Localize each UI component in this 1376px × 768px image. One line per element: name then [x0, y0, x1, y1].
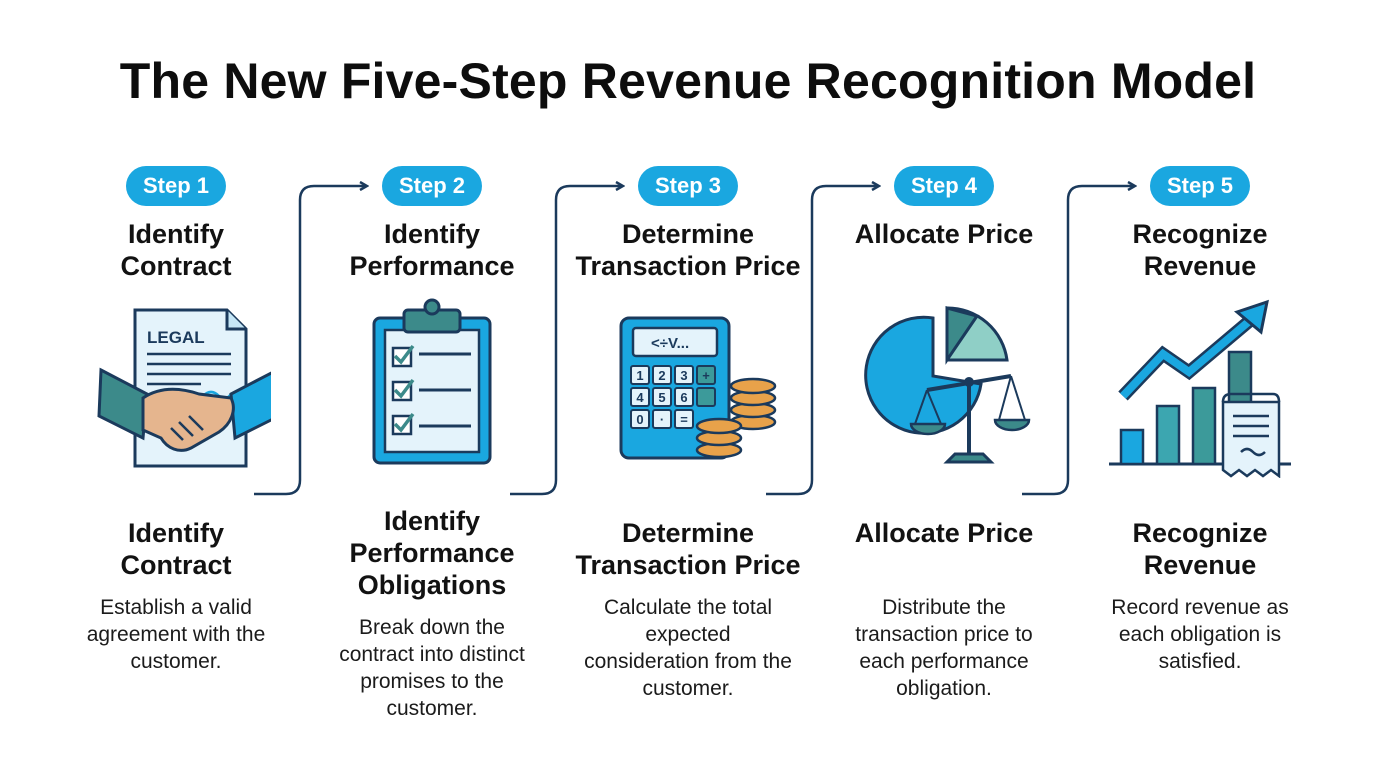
step-2: Step 2 Identify Performance Identify Per… [302, 0, 562, 768]
calculator-key-label: 1 [636, 368, 643, 383]
step-description: Establish a valid agreement with the cus… [86, 596, 266, 673]
calculator-key [630, 387, 650, 407]
calculator-key [674, 365, 694, 385]
calculator-key-label: + [702, 368, 710, 383]
calculator-key-label: 6 [680, 390, 687, 405]
pie-chart-scale-icon [864, 306, 1031, 464]
step-title: Recognize Revenue [1132, 518, 1268, 580]
growth-chart-receipt-icon [1109, 299, 1291, 478]
step-title: Allocate Price [854, 518, 1034, 548]
calculator-key [696, 387, 716, 407]
calculator-key [652, 409, 672, 429]
step-heading: Determine Transaction Price [575, 219, 801, 281]
step-heading: Identify Contract [120, 219, 232, 281]
step-heading: Recognize Revenue [1132, 219, 1268, 281]
calculator-key [652, 387, 672, 407]
calculator-key [630, 365, 650, 385]
calculator-key-label: 3 [680, 368, 687, 383]
calculator-key-label: 0 [636, 412, 643, 427]
calculator-display: <÷V... [651, 335, 689, 352]
handshake-contract-icon: LEGAL [97, 308, 271, 468]
step-description: Calculate the total expected considerati… [584, 596, 792, 700]
calculator-key [696, 365, 716, 385]
calculator-key [674, 409, 694, 429]
calculator-key-label: 4 [636, 390, 644, 405]
calculator-key-label: 2 [658, 368, 665, 383]
clipboard-checklist-icon [372, 298, 492, 465]
step-3: Step 3 Determine Transaction Price <÷V..… [558, 0, 818, 768]
step-4: Step 4 Allocate Price Allocate Price Dis… [814, 0, 1074, 768]
step-5: Step 5 Recognize Revenue Recognize Reven… [1070, 0, 1330, 768]
step-badge: Step 3 [637, 166, 739, 206]
step-title: Identify Performance Obligations [349, 506, 515, 600]
calculator-key-label: 5 [658, 390, 665, 405]
step-badge: Step 1 [125, 166, 227, 206]
step-heading: Identify Performance [349, 219, 515, 281]
page-title: The New Five-Step Revenue Recognition Mo… [119, 53, 1257, 109]
step-badge: Step 2 [381, 166, 483, 206]
step-1: Step 1 Identify Contract LEGAL Identify … [46, 0, 306, 768]
step-description: Distribute the transaction price to each… [855, 596, 1033, 700]
calculator-key [630, 409, 650, 429]
calculator-key [652, 365, 672, 385]
calculator-key [674, 387, 694, 407]
step-heading: Allocate Price [854, 219, 1034, 249]
calculator-key-label: = [680, 412, 688, 427]
step-badge: Step 5 [1149, 166, 1251, 206]
step-title: Determine Transaction Price [575, 518, 801, 580]
legal-label: LEGAL [147, 328, 205, 347]
step-description: Record revenue as each obligation is sat… [1111, 596, 1289, 673]
coin-stack-left [695, 417, 743, 459]
step-badge: Step 4 [893, 166, 995, 206]
step-title: Identify Contract [120, 518, 232, 580]
calculator-key-label: · [660, 412, 664, 427]
step-description: Break down the contract into distinct pr… [339, 616, 525, 720]
